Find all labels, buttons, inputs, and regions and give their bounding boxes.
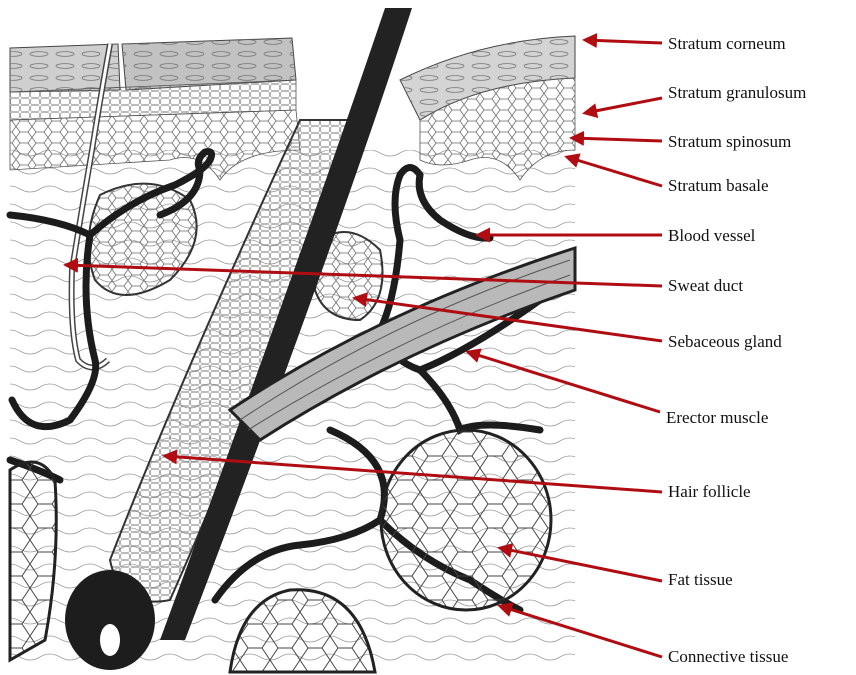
stratum-basale-arrow	[567, 157, 662, 186]
stratum-granulosum-arrow	[585, 98, 662, 113]
stratum-corneum-arrow	[585, 40, 662, 43]
sebaceous-gland-label: Sebaceous gland	[668, 332, 782, 351]
connective-tissue-label: Connective tissue	[668, 647, 788, 666]
hair-follicle-label: Hair follicle	[668, 482, 751, 501]
stratum-corneum-label: Stratum corneum	[668, 34, 786, 53]
stratum-granulosum-label: Stratum granulosum	[668, 83, 806, 102]
stratum-basale-label: Stratum basale	[668, 176, 769, 195]
fat-lobe-large	[381, 430, 551, 610]
stratum-spinosum-arrow	[572, 138, 662, 141]
sweat-duct-label: Sweat duct	[668, 276, 743, 295]
illustration	[10, 8, 575, 672]
erector-muscle-label: Erector muscle	[666, 408, 768, 427]
fat-tissue-label: Fat tissue	[668, 570, 733, 589]
blood-vessel-label: Blood vessel	[668, 226, 756, 245]
stratum-spinosum-label: Stratum spinosum	[668, 132, 791, 151]
